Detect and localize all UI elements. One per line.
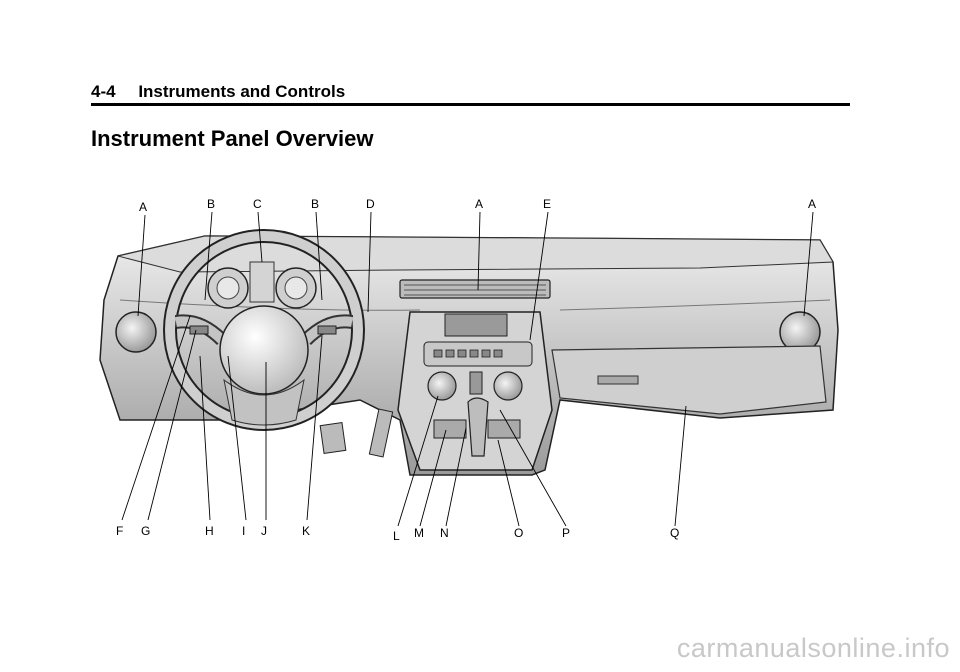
page-header: 4-4 Instruments and Controls [91,82,345,102]
callout-top-7: E [543,197,551,211]
callout-bottom-7: L [393,529,400,543]
callout-bottom-9: N [440,526,449,540]
steering-wheel-right-controls [317,325,337,335]
callout-top-4: B [311,197,319,211]
header-rule [91,103,850,106]
shift-lever [467,397,489,457]
hazard-warning-button [469,371,483,395]
console-switches-right [487,419,521,439]
glove-box-handle [597,375,639,385]
callout-bottom-8: M [414,526,424,540]
watermark: carmanualsonline.info [676,633,950,663]
glove-box [551,345,827,415]
center-display [444,313,508,337]
callout-bottom-5: J [261,524,267,538]
callout-top-1: A [139,200,147,214]
callout-bottom-4: I [242,524,245,538]
leader-lines [121,211,814,527]
left-air-vent [115,311,157,353]
callout-top-6: A [475,197,483,211]
callout-bottom-3: H [205,524,214,538]
climate-control-left-knob [427,371,457,401]
callout-bottom-11: P [562,526,570,540]
page-number: 4-4 [91,82,116,101]
steering-wheel-hub [219,305,309,395]
bottom-callouts: F G H I J K L M N O P Q [116,524,679,543]
page-title: Instrument Panel Overview [91,126,374,151]
accelerator-pedal [368,408,394,458]
steering-wheel-left-controls [189,325,209,335]
callout-bottom-2: G [141,524,150,538]
callout-bottom-1: F [116,524,123,538]
callout-top-8: A [808,197,816,211]
callout-top-3: C [253,197,262,211]
callout-bottom-10: O [514,526,523,540]
top-callouts: A B C B D A E A [139,197,816,214]
console-switches-left [433,419,467,439]
climate-control-right-knob [493,371,523,401]
center-stack [397,311,553,471]
steering-wheel [163,229,365,431]
driver-information-center [249,261,275,303]
section-title: Instruments and Controls [138,82,346,101]
callout-top-2: B [207,197,215,211]
callout-top-5: D [366,197,375,211]
callout-bottom-12: Q [670,526,679,540]
brake-pedal [319,422,347,454]
callout-bottom-6: K [302,524,310,538]
